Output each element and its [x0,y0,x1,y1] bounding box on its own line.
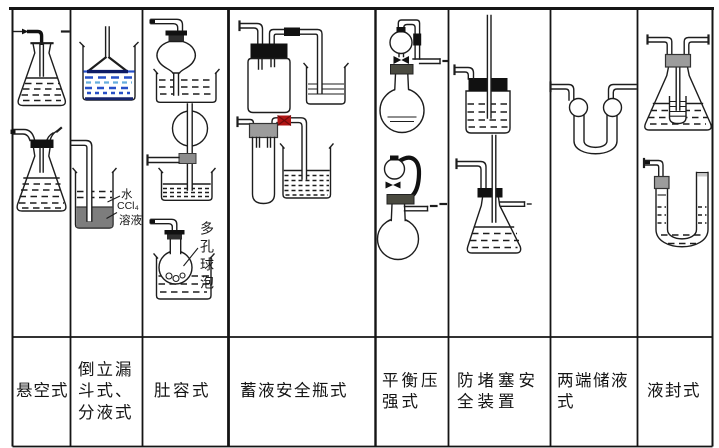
column-label-xuankong: 悬空式 [13,338,72,446]
tube-in-layered-beaker [70,139,121,229]
column-label-fangdusai: 防堵塞安 全装置 [449,338,557,446]
label-line: 分液式 [78,403,134,422]
label-line: 两端储液 [557,371,629,390]
porous-bulb-pointer-line [183,247,199,267]
label-line: 悬空式 [16,382,69,401]
flask-with-safety-tube [455,134,532,254]
porous-bulb-beaker [146,103,216,201]
pressure-balance-flask-a [379,19,449,134]
stopper [164,230,185,235]
round-flask [158,250,193,285]
solution-label: 溶液 [119,215,142,227]
bottle-with-safety-tube [453,14,511,134]
label-line: 式 [557,393,575,411]
column-label-yefeng: 液封式 [638,338,719,446]
pressure-balance-flask-b [376,155,448,261]
column-label-durong: 肚容式 [143,338,238,446]
round-flask [376,217,420,261]
round-flask-in-beaker [149,218,215,300]
pear-flask-beaker [149,18,220,103]
test-tube [251,136,276,205]
safety-tube [486,14,492,119]
balance-tube [396,155,422,198]
ccl4-label: CCl₄ [117,200,139,212]
stopper [30,139,54,148]
liquid-seal-u-tube [642,157,709,248]
dropping-funnel-bulb [383,158,406,180]
storage-bulb-left [568,97,589,118]
bottle-cap [250,43,288,59]
label-line: 平衡压 [382,371,441,390]
dropping-funnel-bulb [389,30,413,55]
wide-bottle [247,57,291,114]
flow-arrow-icon [22,28,29,35]
inverted-funnel [87,55,128,73]
liquid-seal-flask [644,34,712,131]
stopper [477,188,503,198]
stopper [664,53,692,68]
label-line: 肚容式 [154,382,211,401]
table-grid [9,7,714,448]
pear-flask [156,40,196,74]
column-label-xuye: 蓄液安全瓶式 [229,338,385,446]
label-line: 倒立漏 [78,360,134,379]
column-label-liangduan: 两端储液 式 [551,338,642,446]
hanging-tube-flask-b [10,126,67,212]
stopper [390,64,414,75]
porous-bulb-label: 多孔球泡 [199,221,215,293]
storage-bulb-right [602,97,623,118]
label-line: 液封式 [647,382,701,401]
tube-clamp [413,33,422,46]
stopper [248,122,279,139]
label-line: 全装置 [457,393,519,411]
hanging-tube-flask-a [13,28,70,107]
column-label-daoli: 倒立漏 斗式、 分液式 [71,338,148,446]
ccl4-layer [76,207,113,228]
label-line: 蓄液安全瓶式 [240,382,348,401]
stopcock [385,181,401,189]
safety-tube [491,134,497,223]
round-flask [379,87,425,134]
column-label-pingheng: 平衡压 强式 [376,338,453,446]
stopper [165,30,187,36]
tube-clamp [284,27,300,36]
double-bulb-u-tube [549,81,637,155]
inverted-funnel-beaker [79,26,139,101]
stopper [386,194,415,205]
stopper [653,175,670,190]
gas-washing-bottle-beaker [238,20,349,114]
label-line: 斗式、 [78,382,134,401]
stopper [178,153,197,164]
label-line: 强式 [382,393,421,411]
water-label: 水 [121,189,133,201]
ccl4-pointer-line [106,212,118,219]
stopcock [393,56,409,64]
test-tube-safety-beaker [236,115,334,205]
label-line: 防堵塞安 [457,371,539,390]
water-pointer-line [107,195,121,203]
